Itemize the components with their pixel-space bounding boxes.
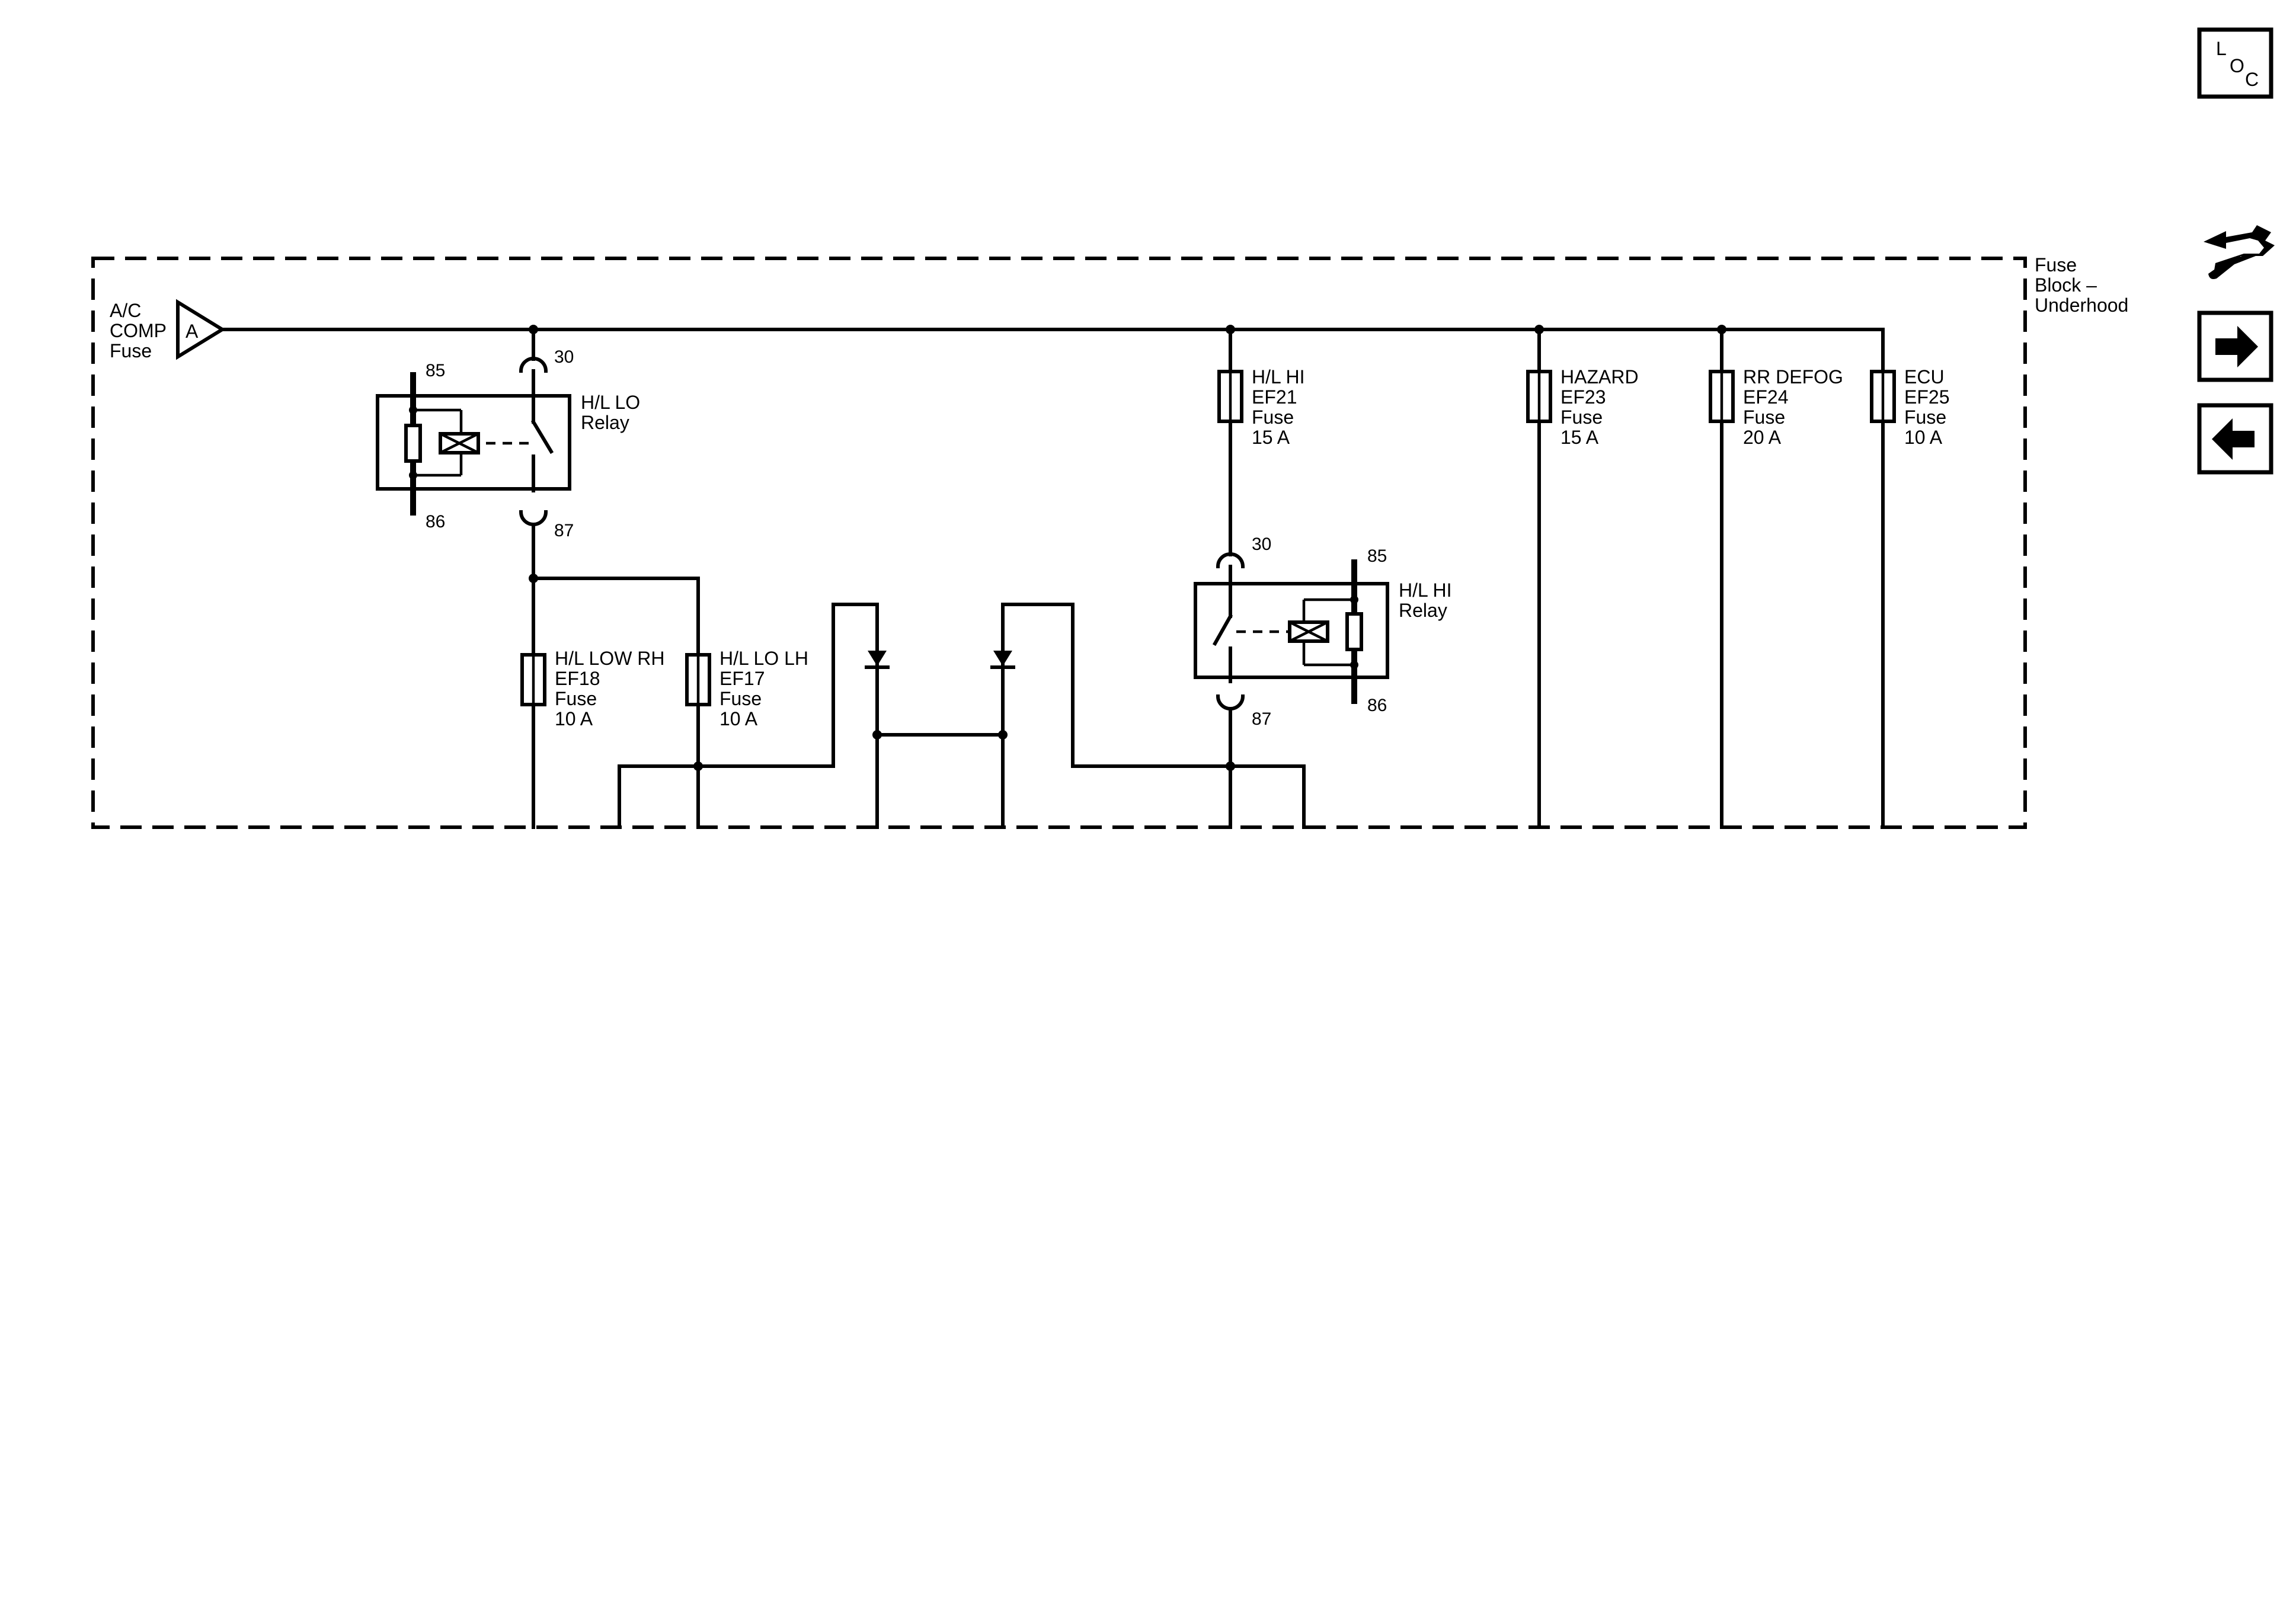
lo-relay-label: H/L LO Relay xyxy=(581,392,645,433)
fuse-ef21: H/L HI EF21 Fuse 15 A xyxy=(1217,366,1310,448)
fuse-ef24: RR DEFOG EF24 Fuse 20 A xyxy=(1709,366,1849,448)
source-connector-pin: A xyxy=(186,321,199,342)
fuse-ef21-label: H/L HI EF21 Fuse 15 A xyxy=(1252,366,1310,448)
source-connector-label: A/C COMP Fuse xyxy=(110,300,171,361)
fuse-ef23-label: HAZARD EF23 Fuse 15 A xyxy=(1560,366,1643,448)
fuse-block-boundary xyxy=(91,257,2027,829)
source-connector: A A/C COMP Fuse xyxy=(110,299,226,361)
fuse-ef17-label: H/L LO LH EF17 Fuse 10 A xyxy=(720,648,814,729)
loc-letter-c: C xyxy=(2245,69,2259,90)
connector-tool-icon[interactable] xyxy=(2204,225,2275,279)
diode-network xyxy=(618,603,1306,829)
loc-letter-o: O xyxy=(2230,55,2244,76)
fuse-ef25: ECU EF25 Fuse 10 A xyxy=(1870,366,1955,448)
lo-relay-pin-85: 85 xyxy=(426,361,445,380)
fuse-ef25-label: ECU EF25 Fuse 10 A xyxy=(1904,366,1955,448)
hi-relay-label: H/L HI Relay xyxy=(1399,580,1457,621)
lo-relay-pin-30: 30 xyxy=(554,347,574,367)
hl-hi-relay: 85 86 30 87 H/L HI Relay xyxy=(1194,534,1457,829)
arrow-left-icon[interactable] xyxy=(2197,403,2273,475)
hi-relay-pin-85: 85 xyxy=(1367,546,1387,566)
fuse-ef18-label: H/L LOW RH EF18 Fuse 10 A xyxy=(555,648,670,729)
loc-letter-l: L xyxy=(2216,38,2227,59)
fuse-block-label: Fuse Block – Underhood xyxy=(2035,254,2128,316)
hi-relay-pin-30: 30 xyxy=(1252,534,1271,554)
arrow-right-icon[interactable] xyxy=(2197,311,2273,382)
splice-dot xyxy=(529,574,538,583)
loc-button[interactable]: L O C xyxy=(2197,27,2273,99)
hl-lo-relay: 85 86 30 87 H/L LO Relay xyxy=(376,328,645,580)
lo-relay-pin-87: 87 xyxy=(554,521,574,540)
hi-relay-pin-87: 87 xyxy=(1252,709,1271,729)
fuse-ef24-label: RR DEFOG EF24 Fuse 20 A xyxy=(1743,366,1849,448)
fuse-ef17: H/L LO LH EF17 Fuse 10 A xyxy=(685,648,814,729)
fuse-ef23: HAZARD EF23 Fuse 15 A xyxy=(1526,366,1643,448)
hi-relay-pin-86: 86 xyxy=(1367,696,1387,715)
fuse-ef18: H/L LOW RH EF18 Fuse 10 A xyxy=(520,648,670,729)
lo-relay-pin-86: 86 xyxy=(426,512,445,532)
